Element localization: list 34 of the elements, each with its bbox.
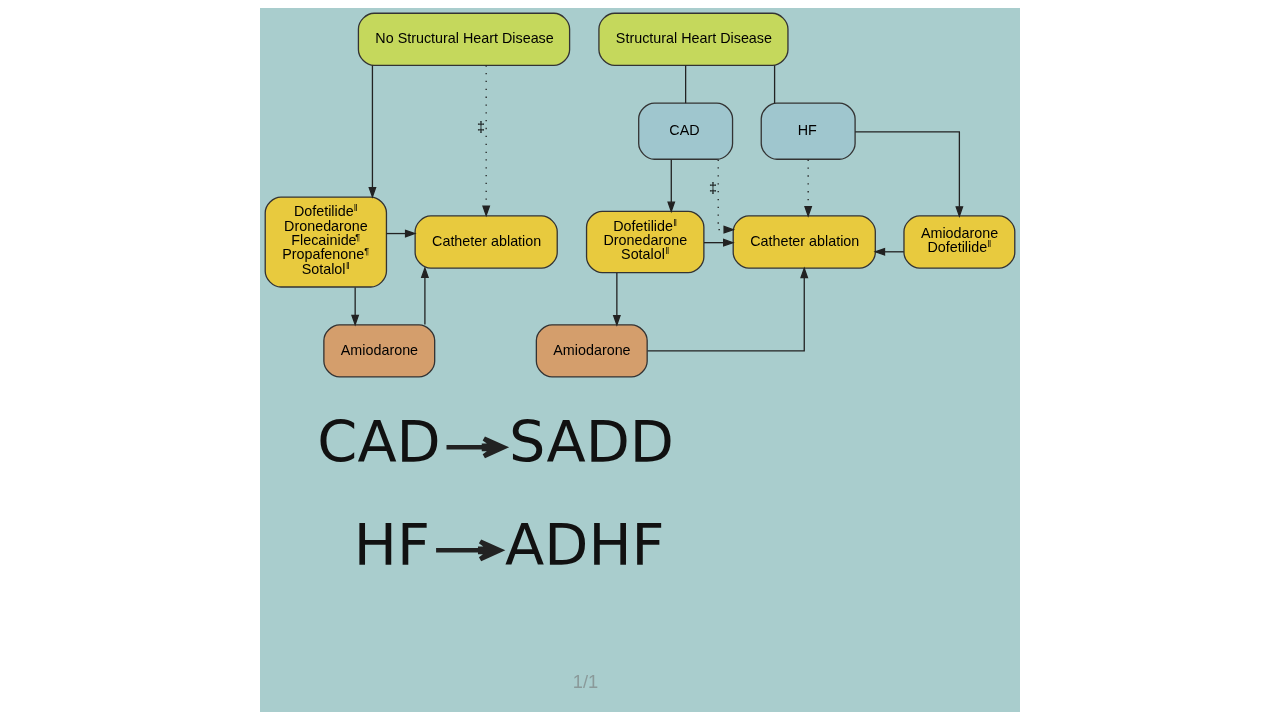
arrow	[854, 131, 964, 218]
arrow	[667, 159, 676, 214]
node-box: No Structural Heart Disease	[357, 12, 571, 67]
node-box: Structural Heart Disease	[598, 12, 789, 67]
node-box: Amiodarone Dofetilide$^{‖}$	[903, 215, 1016, 269]
connector	[685, 64, 687, 104]
arrow	[446, 436, 506, 459]
arrow	[420, 266, 429, 326]
node-box: Dofetilide$^{‖}$ Dronedarone Sotalol$^{‖}$	[585, 210, 705, 274]
connector	[773, 64, 776, 104]
node-text: ADHF	[505, 511, 665, 579]
node-box: Amiodarone	[535, 324, 648, 378]
arrow	[646, 266, 809, 352]
node-box: CAD	[638, 102, 734, 160]
arrow	[436, 539, 503, 562]
node-box: HF	[760, 102, 856, 160]
arrow	[482, 64, 491, 218]
node-box: Amiodarone	[323, 324, 436, 378]
arrow	[804, 159, 813, 218]
node-box: Catheter ablation	[414, 215, 558, 269]
arrow	[351, 286, 360, 327]
node-text: CAD	[317, 408, 441, 476]
arrow	[368, 64, 377, 199]
arrow	[703, 238, 735, 247]
edge-label: ‡	[477, 118, 486, 135]
node-text: HF	[353, 511, 430, 579]
edge-label: ‡	[709, 180, 718, 197]
arrow	[717, 159, 736, 234]
arrow	[873, 247, 905, 256]
node-box: Catheter ablation	[732, 215, 876, 269]
arrow	[612, 272, 621, 327]
node-box: Dofetilide$^{‖}$ Dronedarone Flecainide$^{¶}$ Propafenone$^{¶}$ Sotalol$^{‖}$	[264, 196, 388, 288]
arrow	[385, 229, 417, 238]
node-text: SADD	[508, 408, 674, 476]
